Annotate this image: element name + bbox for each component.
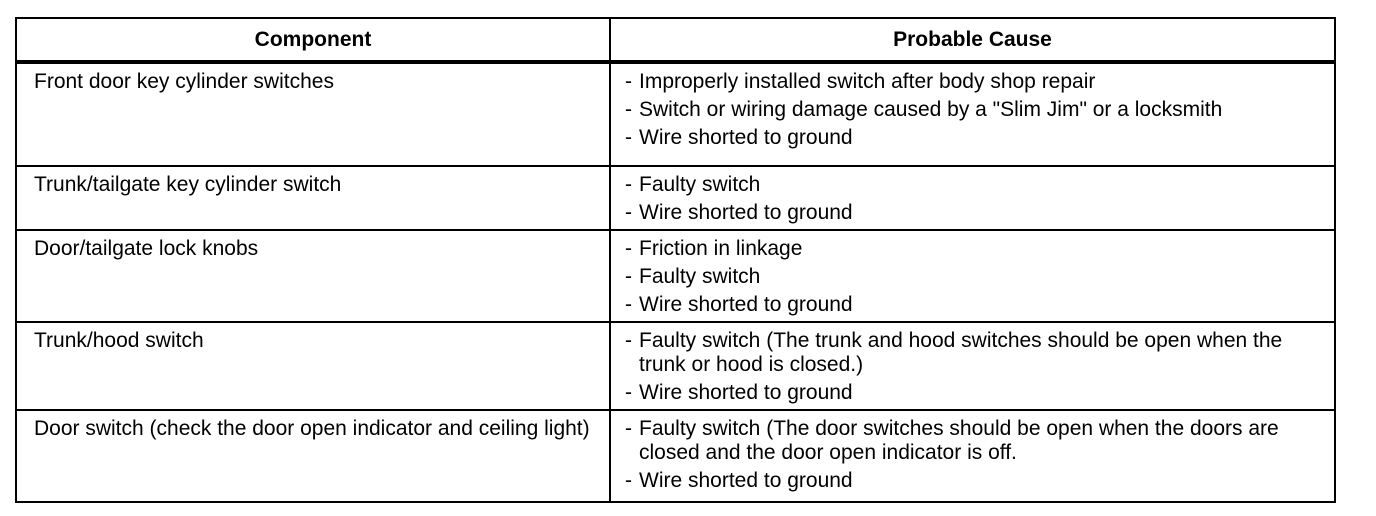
- cause-cell: Friction in linkage Faulty switch Wire s…: [609, 229, 1336, 323]
- component-cell: Door switch (check the door open indicat…: [15, 409, 611, 503]
- cause-cell: Faulty switch (The door switches should …: [609, 409, 1336, 503]
- cause-item: Faulty switch (The door switches should …: [625, 417, 1326, 465]
- diagnosis-table: Component Probable Cause Front door key …: [15, 17, 1336, 503]
- column-header-component: Component: [15, 17, 611, 63]
- component-name: Door switch (check the door open indicat…: [34, 417, 590, 440]
- cause-list: Friction in linkage Faulty switch Wire s…: [611, 231, 1334, 321]
- cause-item: Wire shorted to ground: [625, 469, 1326, 493]
- component-cell: Door/tailgate lock knobs: [15, 229, 611, 323]
- cause-item: Improperly installed switch after body s…: [625, 70, 1326, 94]
- cause-list: Faulty switch (The door switches should …: [611, 411, 1334, 497]
- table-header-row: Component Probable Cause: [15, 17, 1336, 63]
- component-name: Front door key cylinder switches: [34, 70, 334, 93]
- component-cell: Trunk/tailgate key cylinder switch: [15, 165, 611, 231]
- cause-item: Faulty switch: [625, 173, 1326, 197]
- cause-list: Improperly installed switch after body s…: [611, 64, 1334, 154]
- cause-item: Wire shorted to ground: [625, 293, 1326, 317]
- cause-list: Faulty switch (The trunk and hood switch…: [611, 323, 1334, 409]
- cause-cell: Faulty switch Wire shorted to ground: [609, 165, 1336, 231]
- cause-item: Switch or wiring damage caused by a "Sli…: [625, 98, 1326, 122]
- cause-item: Friction in linkage: [625, 237, 1326, 261]
- table-row: Door switch (check the door open indicat…: [15, 409, 1336, 503]
- table-row: Trunk/hood switch Faulty switch (The tru…: [15, 321, 1336, 411]
- component-cell: Trunk/hood switch: [15, 321, 611, 411]
- column-header-probable-cause: Probable Cause: [609, 17, 1336, 63]
- component-name: Door/tailgate lock knobs: [34, 237, 259, 260]
- cause-item: Wire shorted to ground: [625, 201, 1326, 225]
- cause-list: Faulty switch Wire shorted to ground: [611, 167, 1334, 229]
- cause-cell: Faulty switch (The trunk and hood switch…: [609, 321, 1336, 411]
- table-row: Door/tailgate lock knobs Friction in lin…: [15, 229, 1336, 323]
- cause-item: Faulty switch (The trunk and hood switch…: [625, 329, 1326, 377]
- cause-item: Wire shorted to ground: [625, 381, 1326, 405]
- component-name: Trunk/hood switch: [34, 329, 204, 352]
- component-name: Trunk/tailgate key cylinder switch: [34, 173, 342, 196]
- cause-item: Wire shorted to ground: [625, 126, 1326, 150]
- component-cell: Front door key cylinder switches: [15, 60, 611, 167]
- table-row: Front door key cylinder switches Imprope…: [15, 60, 1336, 167]
- cause-cell: Improperly installed switch after body s…: [609, 60, 1336, 167]
- table-row: Trunk/tailgate key cylinder switch Fault…: [15, 165, 1336, 231]
- cause-item: Faulty switch: [625, 265, 1326, 289]
